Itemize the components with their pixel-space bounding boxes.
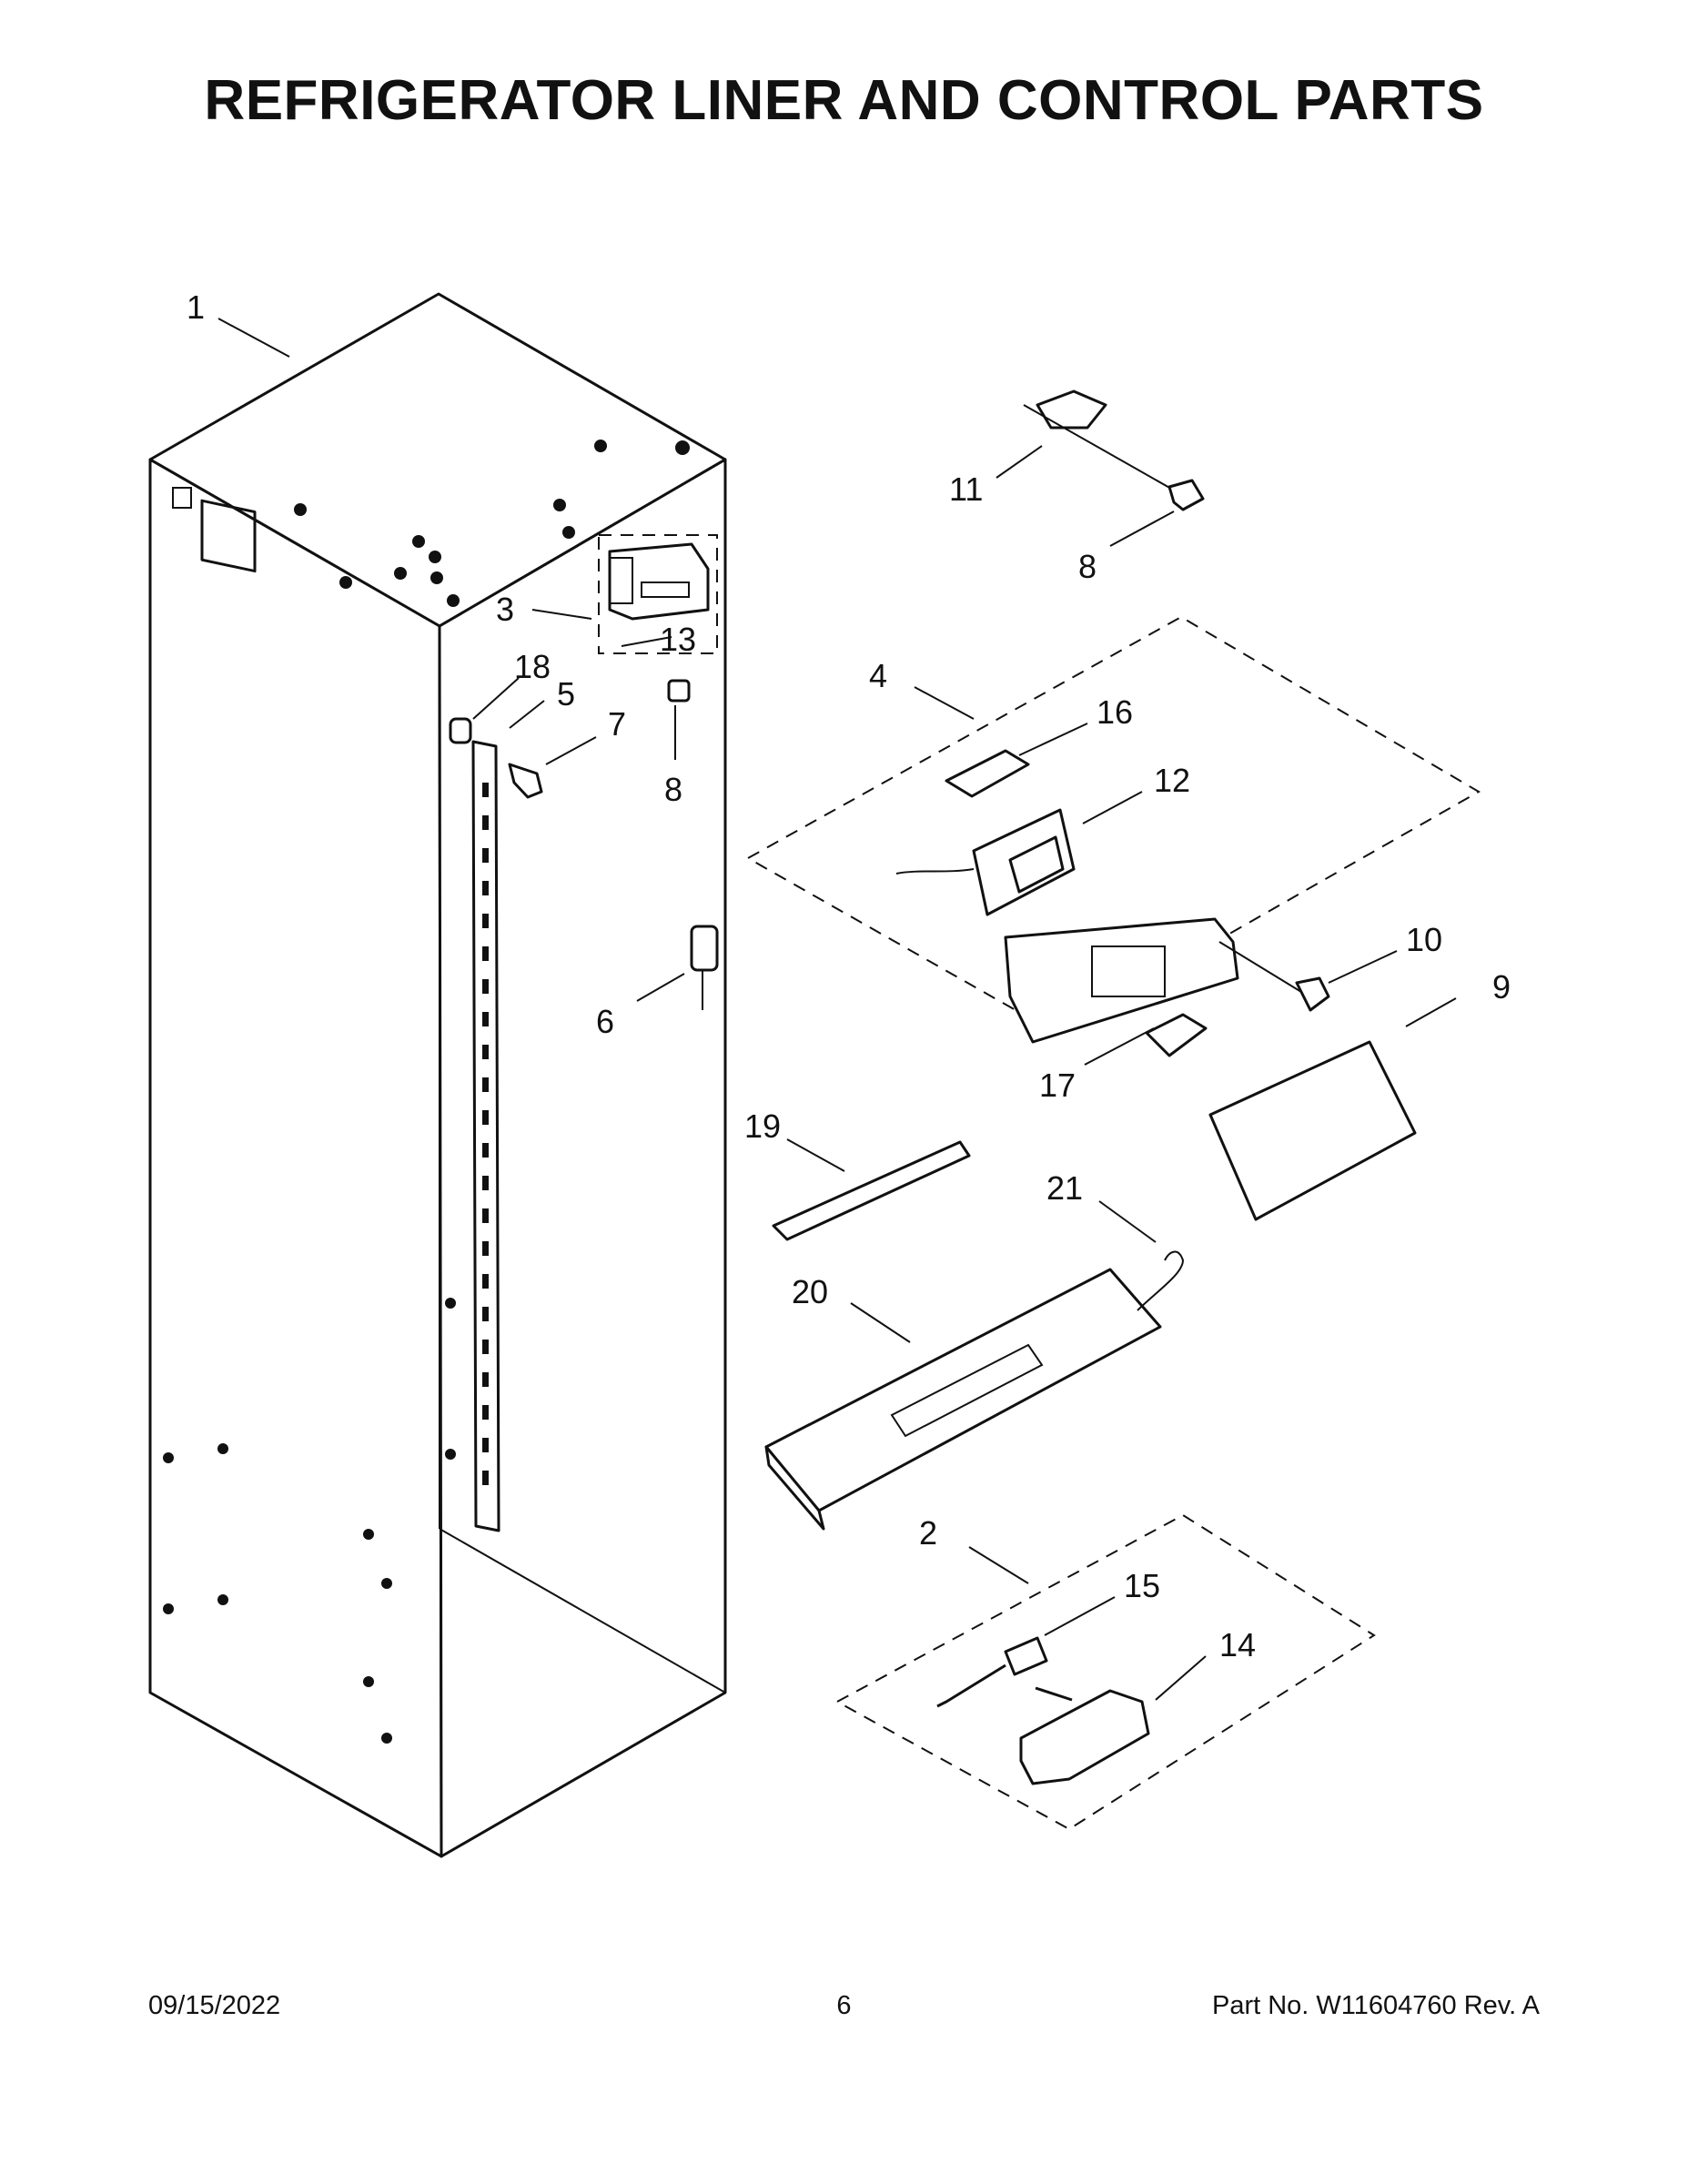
- callout-13: 13: [660, 621, 696, 658]
- callout-3: 3: [496, 591, 514, 628]
- callout-1: 1: [187, 288, 205, 326]
- callout-17: 17: [1039, 1067, 1076, 1104]
- rail-slot: [482, 1340, 489, 1354]
- part-8-screw-lower: [667, 679, 691, 703]
- part-10-screw: [1295, 976, 1330, 1012]
- part-6-switch: [690, 925, 719, 1010]
- rail-slot: [482, 1438, 489, 1452]
- part-9-panel: [1208, 1040, 1417, 1221]
- part-19-strip: [772, 1140, 971, 1241]
- shelf-rail: [471, 740, 500, 1532]
- footer-date: 09/15/2022: [148, 1991, 281, 2020]
- part-10-guide-line: [1218, 941, 1302, 993]
- rail-slot: [482, 815, 489, 830]
- callout-4: 4: [869, 657, 887, 694]
- rail-slot: [482, 1110, 489, 1125]
- rail-slot: [482, 783, 489, 797]
- rail-slot: [482, 1274, 489, 1289]
- callout-5: 5: [557, 675, 575, 713]
- rail-slot: [482, 1372, 489, 1387]
- rail-slot: [482, 1143, 489, 1158]
- footer-part-number: Part No. W11604760 Rev. A: [1211, 1991, 1540, 2020]
- rail-slot: [482, 881, 489, 895]
- rail-slot: [482, 1045, 489, 1059]
- callout-9: 9: [1492, 968, 1511, 1006]
- assembly-4-outline: [745, 615, 1481, 1035]
- callout-16: 16: [1097, 693, 1133, 731]
- leader-lines: [217, 318, 1457, 1701]
- rail-slot: [482, 848, 489, 863]
- rail-slot: [482, 1208, 489, 1223]
- part-17-filter: [1145, 1013, 1208, 1057]
- callout-12: 12: [1154, 762, 1190, 799]
- part-7-screw: [508, 763, 543, 799]
- callout-10: 10: [1406, 921, 1442, 958]
- rail-slot: [482, 1471, 489, 1485]
- callout-8-upper: 8: [1078, 548, 1097, 585]
- part-16-gasket: [945, 749, 1030, 798]
- part-14-cover: [1019, 1689, 1150, 1785]
- callout-19: 19: [744, 1107, 781, 1145]
- footer-page-number: 6: [836, 1991, 852, 2020]
- rail-slot: [482, 914, 489, 928]
- callout-15: 15: [1124, 1567, 1160, 1604]
- part-12-housing: [895, 808, 1076, 916]
- rail-slot: [482, 1405, 489, 1420]
- assembly-2-outline: [834, 1513, 1376, 1831]
- callout-6: 6: [596, 1003, 614, 1040]
- callout-20: 20: [792, 1273, 828, 1310]
- refrigerator-liner: [148, 292, 727, 1858]
- part-15-sensor: [936, 1636, 1073, 1708]
- control-box: [598, 534, 718, 654]
- rail-slot: [482, 979, 489, 994]
- callout-21: 21: [1046, 1169, 1083, 1207]
- part-housing-cover: [1004, 917, 1239, 1044]
- callout-11: 11: [949, 470, 983, 508]
- rail-slot: [482, 1307, 489, 1321]
- callout-2: 2: [919, 1514, 937, 1552]
- callout-8-lower: 8: [664, 771, 682, 808]
- rail-slot: [482, 1241, 489, 1256]
- rail-slot: [482, 1077, 489, 1092]
- part-11-bracket: [1023, 389, 1193, 501]
- rail-slot: [482, 946, 489, 961]
- callout-14: 14: [1219, 1626, 1256, 1663]
- part-20-control-panel: [764, 1250, 1185, 1531]
- callout-7: 7: [608, 705, 626, 743]
- part-8-screw-upper: [1167, 479, 1205, 511]
- page-title: REFRIGERATOR LINER AND CONTROL PARTS: [204, 69, 1484, 132]
- rail-slot: [482, 1176, 489, 1190]
- rail-slot: [482, 1012, 489, 1026]
- part-18-clip: [449, 717, 472, 744]
- callout-18: 18: [514, 648, 551, 685]
